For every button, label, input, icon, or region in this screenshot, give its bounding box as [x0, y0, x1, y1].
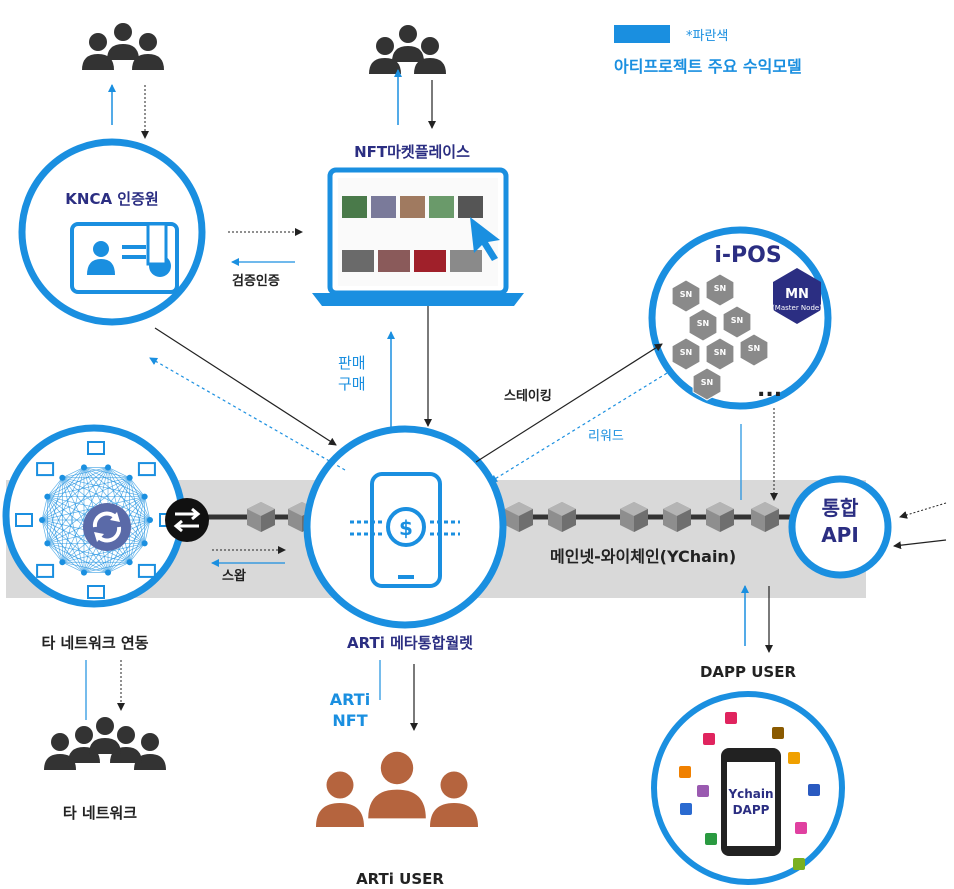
knca-circle [18, 138, 206, 326]
verify-label: 검증인증 [232, 273, 280, 289]
support-node-hex [671, 337, 701, 371]
support-node-label: SN [680, 348, 692, 357]
nft-market-label: NFT마켓플레이스 [354, 143, 470, 161]
support-node-hex [739, 333, 769, 367]
support-node-hex [705, 273, 735, 307]
wallet-phone-icon: $ [350, 472, 460, 588]
mn-sub-label: (Master Node) [772, 304, 822, 312]
support-node-label: SN [697, 319, 709, 328]
dapp-user-label: DAPP USER [700, 663, 796, 681]
support-node-label: SN [701, 378, 713, 387]
arti-nft-label-2: NFT [332, 711, 367, 730]
api-circle [788, 475, 892, 579]
support-node-label: SN [714, 348, 726, 357]
mn-label: MN [785, 287, 809, 302]
master-node-icon: MN (Master Node) [772, 268, 822, 324]
sync-icon [83, 503, 131, 551]
ipos-label: i-POS [714, 243, 781, 268]
certificate-icon [70, 222, 179, 294]
legend-note: *파란색 [686, 29, 728, 44]
support-node-hex [722, 305, 752, 339]
support-node-label: SN [714, 284, 726, 293]
device-icon [15, 513, 33, 527]
device-icon [137, 462, 156, 477]
dapp-label-2: DAPP [733, 803, 770, 817]
knca-label: KNCA 인증원 [65, 190, 158, 208]
support-node-hex [692, 367, 722, 401]
dapp-phone-icon [721, 748, 781, 856]
svg-text:$: $ [399, 516, 413, 540]
network-mesh-icon [15, 441, 177, 599]
support-node-hex [688, 308, 718, 342]
swap-label: 스왑 [222, 569, 246, 584]
api-label-1: 통합 [822, 496, 859, 520]
staking-label: 스테이킹 [504, 388, 552, 404]
buy-label: 구매 [338, 375, 366, 393]
dapp-label-1: Ychain [727, 787, 773, 801]
device-icon [137, 563, 156, 578]
arti-user-group-icon [316, 751, 478, 827]
device-icon [36, 563, 55, 578]
dapp-app-icons [679, 712, 820, 870]
reward-label: 리워드 [588, 429, 624, 444]
knca-user-group-icon [82, 23, 164, 70]
other-network-label: 타 네트워크 [63, 804, 137, 822]
device-icon [36, 462, 55, 477]
device-icon [87, 441, 105, 455]
legend-swatch [614, 25, 670, 43]
wallet-label: ARTi 메타통합월렛 [347, 634, 473, 652]
cursor-icon [470, 217, 500, 261]
ipos-more: ... [757, 377, 782, 402]
network-link-label: 타 네트워크 연동 [41, 634, 148, 652]
other-network-user-group-icon [44, 717, 166, 770]
api-label-2: API [821, 523, 859, 547]
laptop-icon [312, 167, 524, 306]
swap-toggle-icon [165, 498, 209, 542]
legend-title: 아티프로젝트 주요 수익모델 [614, 57, 802, 76]
support-node-label: SN [731, 316, 743, 325]
support-node-hex [705, 337, 735, 371]
support-node-label: SN [748, 344, 760, 353]
arti-nft-label-1: ARTi [330, 690, 370, 709]
device-icon [87, 585, 105, 599]
mainnet-label: 메인넷-와이체인(YChain) [550, 547, 736, 566]
support-node-icons: SN SN SN SN SN SN SN SN [671, 273, 769, 401]
arti-user-label: ARTi USER [356, 870, 444, 888]
sell-label: 판매 [338, 354, 366, 372]
support-node-hex [671, 279, 701, 313]
support-node-label: SN [680, 290, 692, 299]
wallet-circle [303, 425, 507, 629]
nft-user-group-icon [369, 25, 446, 74]
